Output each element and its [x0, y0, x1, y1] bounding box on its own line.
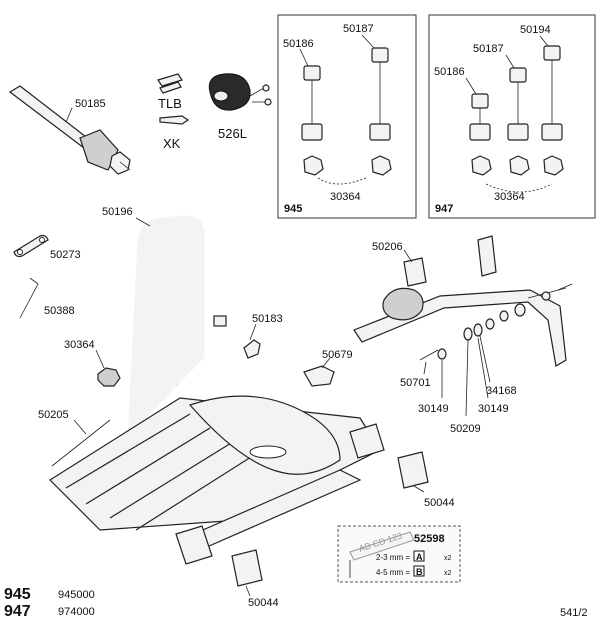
- arch-50196-drawing: [124, 212, 227, 439]
- label-50044-bottom: 50044: [248, 597, 279, 609]
- box-947: [428, 14, 596, 219]
- row1-letter-box: [413, 550, 425, 562]
- page-reference: 541/2: [560, 607, 588, 619]
- carrier-body-drawing: [49, 395, 385, 565]
- label-tlb: TLB: [158, 96, 182, 111]
- row2-qty: x2: [444, 570, 452, 577]
- box947-label-30364: 30364: [494, 191, 525, 203]
- spanner-50273-drawing: [13, 234, 49, 258]
- box945-label-50186: 50186: [283, 38, 314, 50]
- label-50206: 50206: [372, 241, 403, 253]
- row1-qty: x2: [444, 555, 452, 562]
- box947-label-50186: 50186: [434, 66, 465, 78]
- tlb-bolt-drawing: [157, 73, 183, 94]
- handle-tool-drawing: [8, 85, 131, 175]
- label-30149-a: 30149: [418, 403, 449, 415]
- box947-parts-drawing: [469, 45, 564, 176]
- knob-30364-drawing: [97, 367, 121, 387]
- cover-50044-bottom-drawing: [231, 549, 263, 587]
- box947-label-50187: 50187: [473, 43, 504, 55]
- box-945: [277, 14, 417, 219]
- label-50185: 50185: [75, 98, 106, 110]
- rod-50205-drawing: [51, 419, 111, 467]
- box947-label-50194: 50194: [520, 24, 551, 36]
- washers-drawing: [419, 303, 526, 361]
- row1-text: 2-3 mm =: [376, 553, 410, 562]
- model-947-code: 947: [4, 603, 31, 620]
- box945-label-30364: 30364: [330, 191, 361, 203]
- box947-model: 947: [435, 203, 453, 215]
- xk-key-drawing: [159, 115, 190, 125]
- label-34168: 34168: [486, 385, 517, 397]
- label-30364: 30364: [64, 339, 95, 351]
- label-30149-b: 30149: [478, 403, 509, 415]
- model-947-number: 974000: [58, 606, 95, 618]
- label-50183: 50183: [252, 313, 283, 325]
- cover-50044-right-drawing: [397, 451, 429, 489]
- clamp-50183-drawing: [243, 339, 261, 359]
- allen-key-50388-drawing: [19, 277, 39, 319]
- label-xk: XK: [163, 136, 181, 151]
- label-50205: 50205: [38, 409, 69, 421]
- frame-50206-drawing: [353, 235, 573, 367]
- label-50679: 50679: [322, 349, 353, 361]
- label-50196: 50196: [102, 206, 133, 218]
- box945-model: 945: [284, 203, 302, 215]
- row2-letter: B: [416, 567, 423, 577]
- label-50388: 50388: [44, 305, 75, 317]
- model-945-number: 945000: [58, 589, 95, 601]
- label-50209: 50209: [450, 423, 481, 435]
- clamp-50679-drawing: [303, 365, 335, 387]
- model-945-code: 945: [4, 586, 31, 603]
- box945-parts-drawing: [301, 47, 392, 176]
- label-50701: 50701: [400, 377, 431, 389]
- plate-drawing: [349, 531, 415, 561]
- label-50044-right: 50044: [424, 497, 455, 509]
- knob-526l-drawing: [208, 73, 272, 111]
- label-50273: 50273: [50, 249, 81, 261]
- label-52598: 52598: [414, 533, 445, 545]
- row2-text: 4-5 mm =: [376, 568, 410, 577]
- row1-letter: A: [416, 552, 423, 562]
- row2-letter-box: [413, 565, 425, 577]
- box945-label-50187: 50187: [343, 23, 374, 35]
- label-526l: 526L: [218, 126, 247, 141]
